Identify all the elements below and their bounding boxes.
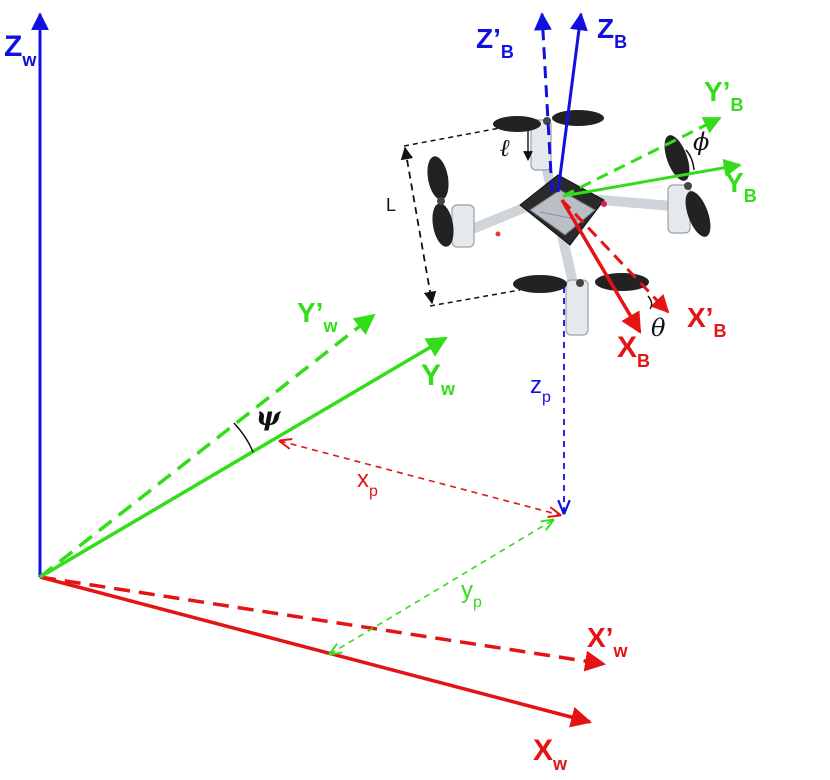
L-dimension-arrow: [400, 146, 437, 305]
world-x-axis: [39, 575, 593, 728]
body-frame: [533, 12, 742, 334]
yp-line: [330, 520, 553, 654]
zw-label: Zw: [4, 30, 37, 70]
zb-label: ZB: [597, 13, 627, 52]
drone-dimensions: [400, 127, 533, 307]
phi-angle-arc: [685, 149, 695, 171]
body-z-axis: [556, 12, 588, 193]
theta-angle-arc: [647, 295, 653, 310]
ywp-label: Y’w: [297, 297, 338, 336]
L-label: L: [386, 195, 396, 215]
psi-angle-arc: [233, 422, 254, 453]
xw-label: Xw: [533, 734, 568, 774]
zbp-label: Z’B: [476, 23, 514, 62]
xp-label: xp: [357, 466, 378, 500]
propeller-top: [493, 110, 604, 132]
body-y-prime-axis: [562, 116, 722, 198]
xb-label: XB: [617, 331, 650, 371]
theta-label: θ: [651, 314, 666, 342]
body-z-prime-axis: [533, 12, 554, 193]
ybp-label: Y’B: [704, 76, 743, 115]
yb-label: YB: [725, 167, 757, 206]
body-x-prime-axis: [560, 198, 670, 314]
quadrotor-drone-photo: [427, 110, 711, 336]
xwp-label: X’w: [587, 622, 628, 661]
psi-label: ψ: [256, 402, 282, 432]
propeller-right: [664, 135, 711, 237]
phi-label: ϕ: [693, 128, 709, 156]
body-y-axis: [562, 158, 742, 198]
zp-label: zp: [530, 372, 551, 406]
yw-label: Yw: [421, 359, 456, 399]
propeller-left: [427, 156, 454, 247]
body-x-axis: [560, 199, 642, 334]
world-y-prime-axis: [38, 313, 376, 579]
xbp-label: X’B: [687, 302, 726, 341]
yp-label: yp: [461, 577, 482, 611]
world-y-axis: [39, 336, 448, 579]
xp-line: [280, 441, 560, 515]
position-components: [280, 287, 564, 654]
ell-label: ℓ: [500, 133, 510, 162]
